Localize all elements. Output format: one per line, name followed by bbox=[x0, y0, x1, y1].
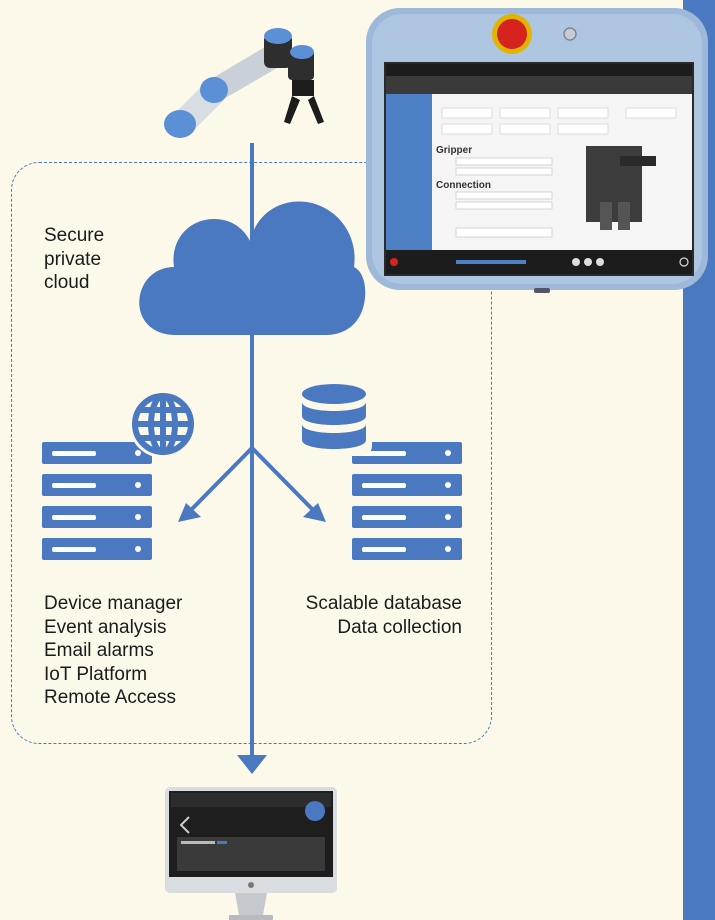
service-item: Scalable database bbox=[305, 593, 462, 614]
cloud-label: Secure private cloud bbox=[44, 224, 104, 295]
database-server-icon bbox=[352, 442, 462, 560]
database-icon bbox=[296, 380, 372, 456]
service-item: IoT Platform bbox=[44, 663, 148, 685]
globe-icon bbox=[129, 390, 197, 458]
service-item: Data collection bbox=[337, 616, 462, 638]
teach-pendant-icon: Gripper Connection bbox=[366, 8, 708, 293]
service-item: Device manager bbox=[44, 593, 183, 614]
web-server-icon bbox=[42, 442, 152, 560]
pendant-connection-title: Connection bbox=[436, 180, 491, 191]
service-item: Event analysis bbox=[44, 616, 167, 638]
service-item: Remote Access bbox=[44, 687, 176, 708]
cloud-label-line: Secure bbox=[44, 225, 105, 246]
cloud-label-line: cloud bbox=[44, 272, 90, 293]
left-services-list: Device manager Event analysis Email alar… bbox=[44, 592, 182, 710]
robot-arm-icon bbox=[164, 28, 324, 138]
service-item: Email alarms bbox=[44, 640, 154, 661]
cloud-label-line: private bbox=[44, 248, 102, 270]
computer-monitor-icon bbox=[165, 787, 337, 920]
right-services-list: Scalable database Data collection bbox=[270, 592, 462, 639]
pendant-panel-title: Gripper bbox=[436, 145, 472, 156]
